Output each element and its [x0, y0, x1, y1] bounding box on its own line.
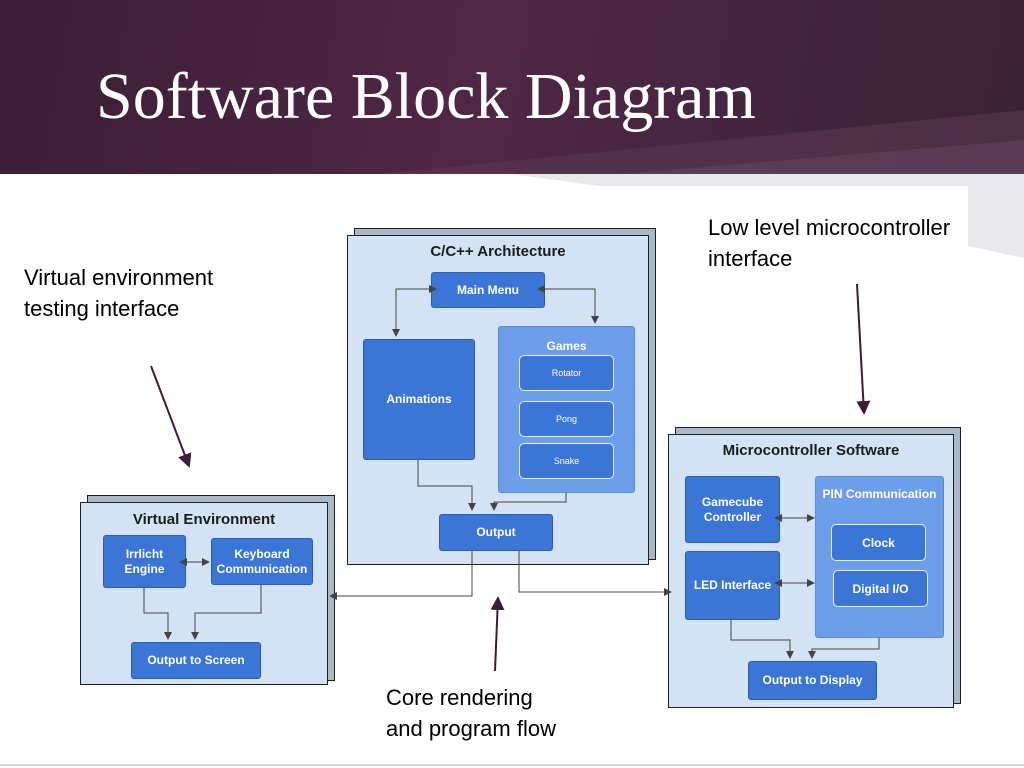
callout-arrow-low-level	[856, 283, 871, 415]
digital-io-block: Digital I/O	[833, 570, 928, 607]
callout-low-level: Low level microcontroller interface	[708, 215, 951, 271]
game-snake: Snake	[519, 443, 614, 479]
main-menu-block: Main Menu	[431, 272, 545, 308]
virtual-environment-title: Virtual Environment	[132, 511, 276, 528]
gamecube-controller-block: Gamecube Controller	[685, 476, 780, 543]
callout-arrow-virtual	[150, 365, 192, 468]
header-decoration	[380, 110, 1024, 174]
irrlicht-engine-block: Irrlicht Engine	[103, 535, 186, 588]
output-to-screen-block: Output to Screen	[131, 642, 261, 679]
games-group: Games Rotator Pong Snake	[498, 326, 635, 493]
output-to-display-block: Output to Display	[748, 661, 877, 700]
slide-header: Software Block Diagram	[0, 0, 1024, 174]
microcontroller-software-title: Microcontroller Software	[722, 442, 900, 459]
cpp-architecture-title: C/C++ Architecture	[430, 243, 566, 260]
pin-communication-title: PIN Communication	[822, 487, 937, 501]
callout-core-rendering: Core rendering and program flow	[386, 685, 556, 741]
slide-bottom-rule	[0, 764, 1024, 766]
led-interface-block: LED Interface	[685, 551, 780, 620]
keyboard-communication-block: Keyboard Communication	[211, 538, 313, 585]
callout-arrow-core	[490, 596, 505, 672]
virtual-environment-panel: Virtual Environment Irrlicht Engine Keyb…	[80, 502, 328, 685]
output-block: Output	[439, 514, 553, 551]
callout-virtual-environment: Virtual environment testing interface	[24, 265, 214, 321]
games-group-title: Games	[546, 339, 587, 353]
game-pong: Pong	[519, 401, 614, 437]
slide-title: Software Block Diagram	[96, 60, 756, 133]
pin-communication-group: PIN Communication Clock Digital I/O	[815, 476, 944, 638]
microcontroller-software-panel: Microcontroller Software Gamecube Contro…	[668, 434, 954, 708]
clock-block: Clock	[831, 524, 926, 561]
game-rotator: Rotator	[519, 355, 614, 391]
animations-block: Animations	[363, 339, 475, 460]
cpp-architecture-panel: C/C++ Architecture Main Menu Animations …	[347, 235, 649, 565]
